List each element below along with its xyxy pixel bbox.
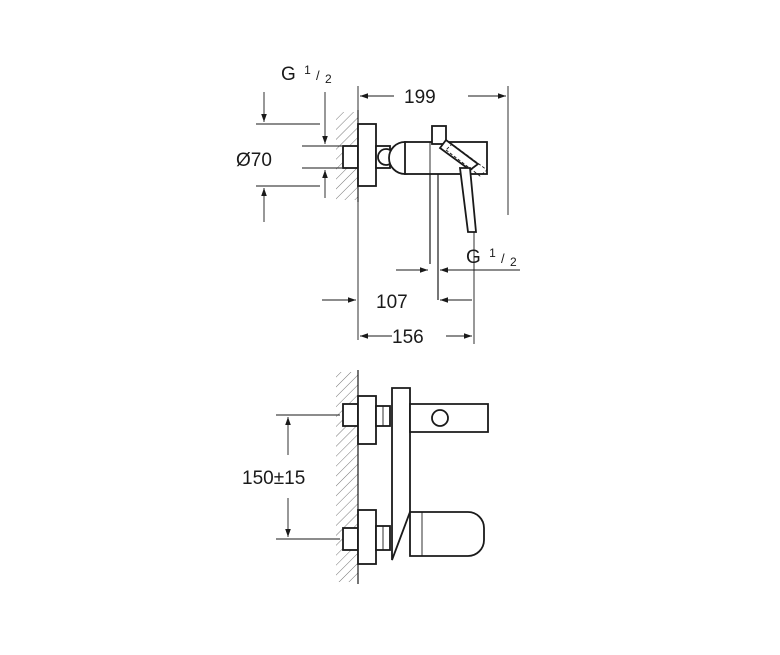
outlet-pipe-top bbox=[429, 174, 439, 300]
top-view: Ø70 G 1 / 2 199 bbox=[236, 58, 520, 348]
thread-dimension-wall: G 1 / 2 bbox=[281, 58, 342, 198]
wall-connector-top bbox=[342, 145, 359, 169]
mixer-body-top bbox=[388, 141, 488, 175]
spacing-dimension: 150±15 bbox=[242, 414, 340, 540]
diameter-dimension: Ø70 bbox=[236, 92, 320, 222]
thread-dimension-outlet: G 1 / 2 bbox=[396, 241, 520, 273]
lever-handle-top bbox=[431, 125, 488, 233]
thread-label-wall: G 1 / 2 bbox=[281, 58, 332, 86]
wall-hatch-side bbox=[336, 370, 359, 584]
projection-dimension-spout: 107 bbox=[322, 202, 472, 340]
lower-connection-side bbox=[342, 509, 391, 565]
width-dimension: 199 bbox=[357, 86, 509, 215]
projection-spout-label: 107 bbox=[376, 292, 408, 313]
projection-dimension-body: 156 bbox=[360, 232, 475, 348]
diameter-label: Ø70 bbox=[236, 150, 272, 171]
upper-connection-side bbox=[342, 395, 391, 445]
side-view: 150±15 bbox=[242, 370, 489, 584]
thread-label-outlet: G 1 / 2 bbox=[466, 241, 517, 269]
spacing-label: 150±15 bbox=[242, 468, 305, 489]
mixer-body-side bbox=[391, 387, 489, 561]
projection-body-label: 156 bbox=[392, 327, 424, 348]
width-overall-label: 199 bbox=[404, 87, 436, 108]
